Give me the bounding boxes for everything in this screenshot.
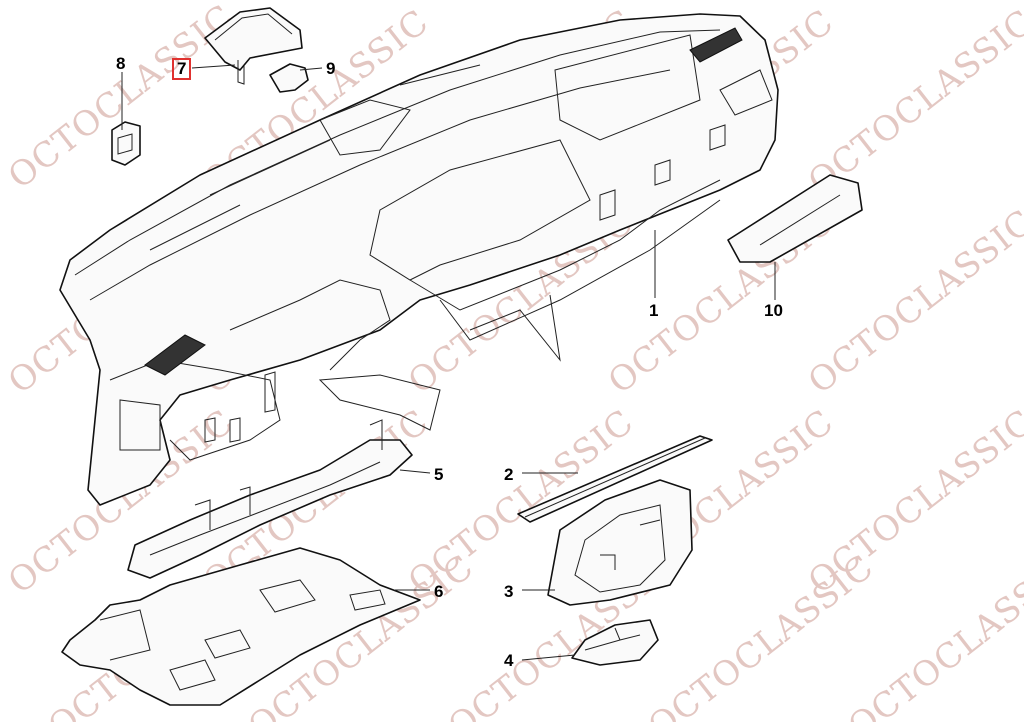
part-1-dashboard[interactable] (59, 13, 779, 506)
part-5-bracket[interactable] (127, 419, 413, 579)
callout-5[interactable]: 5 (434, 465, 444, 484)
part-10-plate[interactable] (727, 174, 863, 263)
part-4-latch[interactable] (571, 619, 659, 666)
callout-10[interactable]: 10 (764, 301, 783, 320)
part-3-glovebox[interactable] (547, 479, 693, 606)
callout-3[interactable]: 3 (504, 582, 514, 601)
part-6-lower-panel[interactable] (61, 547, 421, 706)
callout-2[interactable]: 2 (504, 465, 514, 484)
part-8-clip[interactable] (111, 121, 141, 166)
callout-9[interactable]: 9 (326, 59, 336, 78)
callout-1[interactable]: 1 (649, 301, 659, 320)
callout-8[interactable]: 8 (116, 54, 126, 73)
part-7-cover[interactable] (204, 7, 303, 85)
part-9-clip[interactable] (269, 63, 309, 93)
part-2-trim-strip[interactable] (517, 435, 713, 523)
callout-4[interactable]: 4 (504, 651, 514, 670)
callout-7-selected[interactable]: 7 (172, 58, 192, 80)
callout-6[interactable]: 6 (434, 582, 444, 601)
leader-lines (121, 64, 776, 661)
